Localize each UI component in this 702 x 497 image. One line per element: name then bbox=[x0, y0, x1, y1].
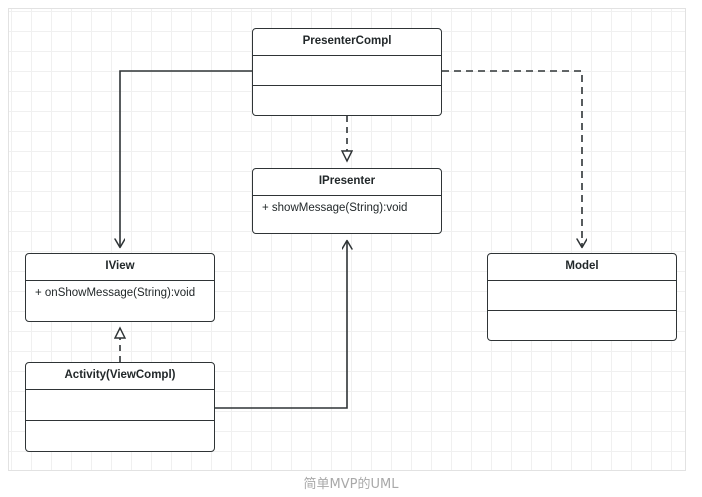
uml-class-presenter-compl[interactable]: PresenterCompl bbox=[252, 28, 442, 116]
class-title: IPresenter bbox=[253, 169, 441, 196]
class-methods-compartment: + showMessage(String):void bbox=[262, 201, 408, 214]
class-title: Activity(ViewCompl) bbox=[26, 363, 214, 390]
class-title: PresenterCompl bbox=[253, 29, 441, 56]
class-methods-compartment: + onShowMessage(String):void bbox=[35, 286, 196, 299]
diagram-caption: 简单MVP的UML bbox=[303, 477, 399, 492]
class-attributes-compartment bbox=[26, 390, 214, 421]
class-attributes-compartment bbox=[488, 281, 676, 311]
uml-class-iview[interactable]: IView + onShowMessage(String):void bbox=[25, 253, 215, 322]
uml-class-ipresenter[interactable]: IPresenter + showMessage(String):void bbox=[252, 168, 442, 234]
uml-class-activity-view-compl[interactable]: Activity(ViewCompl) bbox=[25, 362, 215, 452]
class-title: Model bbox=[488, 254, 676, 281]
uml-class-model[interactable]: Model bbox=[487, 253, 677, 341]
class-methods-compartment bbox=[253, 86, 441, 115]
class-attributes-compartment bbox=[253, 56, 441, 86]
class-methods-compartment bbox=[26, 421, 214, 451]
class-methods-compartment bbox=[488, 311, 676, 340]
class-title: IView bbox=[26, 254, 214, 281]
